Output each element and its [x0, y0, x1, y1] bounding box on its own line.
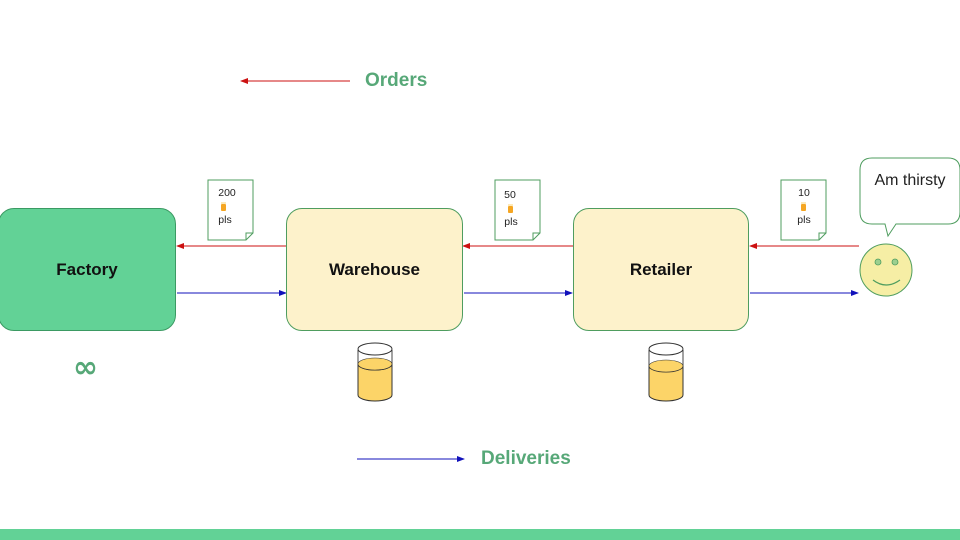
order-quantity: 50 [504, 189, 516, 201]
order-quantity: 200 [218, 187, 236, 199]
order-document-icon [494, 179, 541, 241]
warehouse-label: Warehouse [328, 259, 420, 279]
speech-bubble-text: Am thirsty [874, 172, 946, 189]
legend-orders-label: Orders [365, 70, 428, 91]
order-suffix: pls [218, 214, 232, 226]
retailer-node: Retailer [573, 208, 749, 331]
factory-label: Factory [56, 259, 118, 279]
legend-deliveries-label: Deliveries [481, 448, 571, 469]
footer-bar [0, 529, 960, 540]
order-suffix: pls [504, 216, 518, 228]
retailer-label: Retailer [629, 259, 693, 279]
warehouse-node: Warehouse [286, 208, 463, 331]
beer-glass-icon [357, 342, 393, 402]
speech-bubble [859, 157, 960, 238]
customer-smiley-icon [859, 243, 913, 297]
order-suffix: pls [797, 214, 811, 226]
order-quantity: 10 [798, 187, 810, 199]
order-document-icon [207, 179, 254, 241]
factory-node: Factory [0, 208, 176, 331]
order-document-icon [780, 179, 827, 241]
factory-capacity-infinity: ∞ [73, 350, 98, 385]
beer-glass-icon [648, 342, 684, 402]
